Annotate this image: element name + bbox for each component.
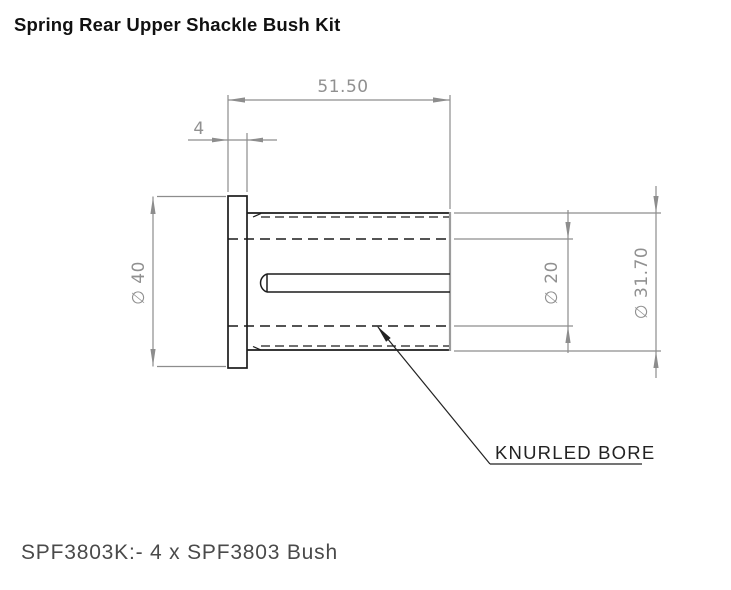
dim-label-flange-width: 4 [193,119,204,139]
arrowhead [150,197,156,214]
leader-arrowhead [377,326,391,342]
arrowhead [565,326,571,343]
arrowhead [653,196,659,213]
page-title: Spring Rear Upper Shackle Bush Kit [14,14,341,35]
arrowhead [228,97,245,103]
arrowhead [212,137,228,143]
knurled-bore-label: KNURLED BORE [495,442,655,463]
arrowhead [433,97,450,103]
dim-label-body-diameter: ∅ 31.70 [632,247,652,319]
knurl-chamfer-bottom [252,345,262,351]
dimension-body-diameter [454,186,661,378]
knurl-hidden-lines [261,216,449,347]
knurl-chamfer-top [252,212,262,218]
arrowhead [150,349,156,366]
dim-label-overall-length: 51.50 [317,77,368,97]
arrowhead [653,351,659,368]
arrowhead [565,222,571,239]
dim-label-bore-diameter: ∅ 20 [542,261,562,305]
bore-hidden-lines [228,238,449,327]
dim-label-flange-diameter: ∅ 40 [129,261,149,305]
dimension-bore-diameter [454,210,573,353]
dimension-flange-diameter [150,195,226,368]
arrowhead [247,137,263,143]
part-number-note: SPF3803K:- 4 x SPF3803 Bush [21,541,338,564]
dimension-flange-width [188,133,277,192]
knurled-bore-leader [377,326,642,465]
dimension-overall-length [227,95,451,209]
flange-outline [227,195,248,369]
bore-slot [259,273,450,293]
